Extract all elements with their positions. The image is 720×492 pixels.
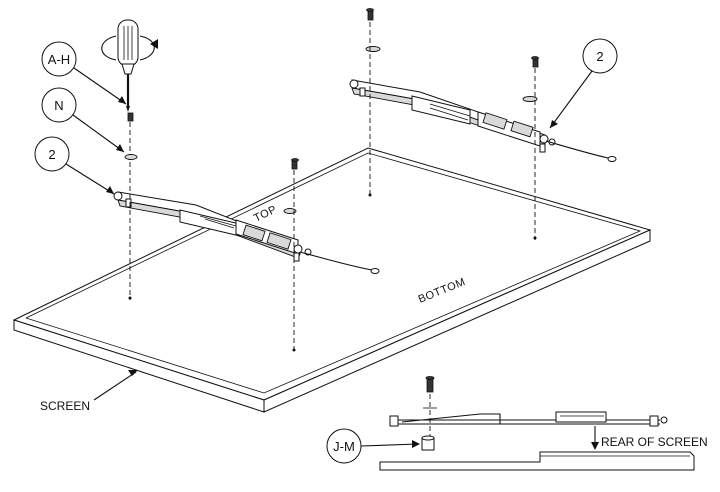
screen-label-group: SCREEN (40, 370, 138, 413)
callout-tool-text: A-H (48, 52, 70, 67)
callout-spacer: J-M (326, 428, 420, 464)
bracket-left (113, 191, 380, 274)
bracket-right (349, 79, 617, 162)
callout-bracket-left: 2 (34, 136, 115, 195)
callout-washer-text: N (54, 98, 63, 113)
callout-washer: N (41, 87, 125, 153)
callout-tool: A-H (41, 41, 127, 105)
screen-panel: TOP BOTTOM (12, 147, 652, 413)
screw-right-front (365, 8, 381, 197)
screwdriver-icon (117, 19, 139, 112)
callout-bracket-right: 2 (549, 38, 618, 129)
callout-bracket-right-text: 2 (596, 49, 603, 64)
screen-label: SCREEN (40, 399, 90, 413)
callout-bracket-left-text: 2 (48, 147, 55, 162)
callout-spacer-text: J-M (333, 439, 355, 454)
rotation-arrow-icon (101, 35, 158, 61)
screw-right-rear (522, 56, 539, 240)
screw-left-rear (283, 158, 299, 352)
rear-of-screen-label: REAR OF SCREEN (601, 435, 708, 449)
detail-inset: REAR OF SCREEN (379, 376, 708, 471)
washer-left-front (124, 154, 138, 160)
screw-left-front (127, 112, 134, 300)
